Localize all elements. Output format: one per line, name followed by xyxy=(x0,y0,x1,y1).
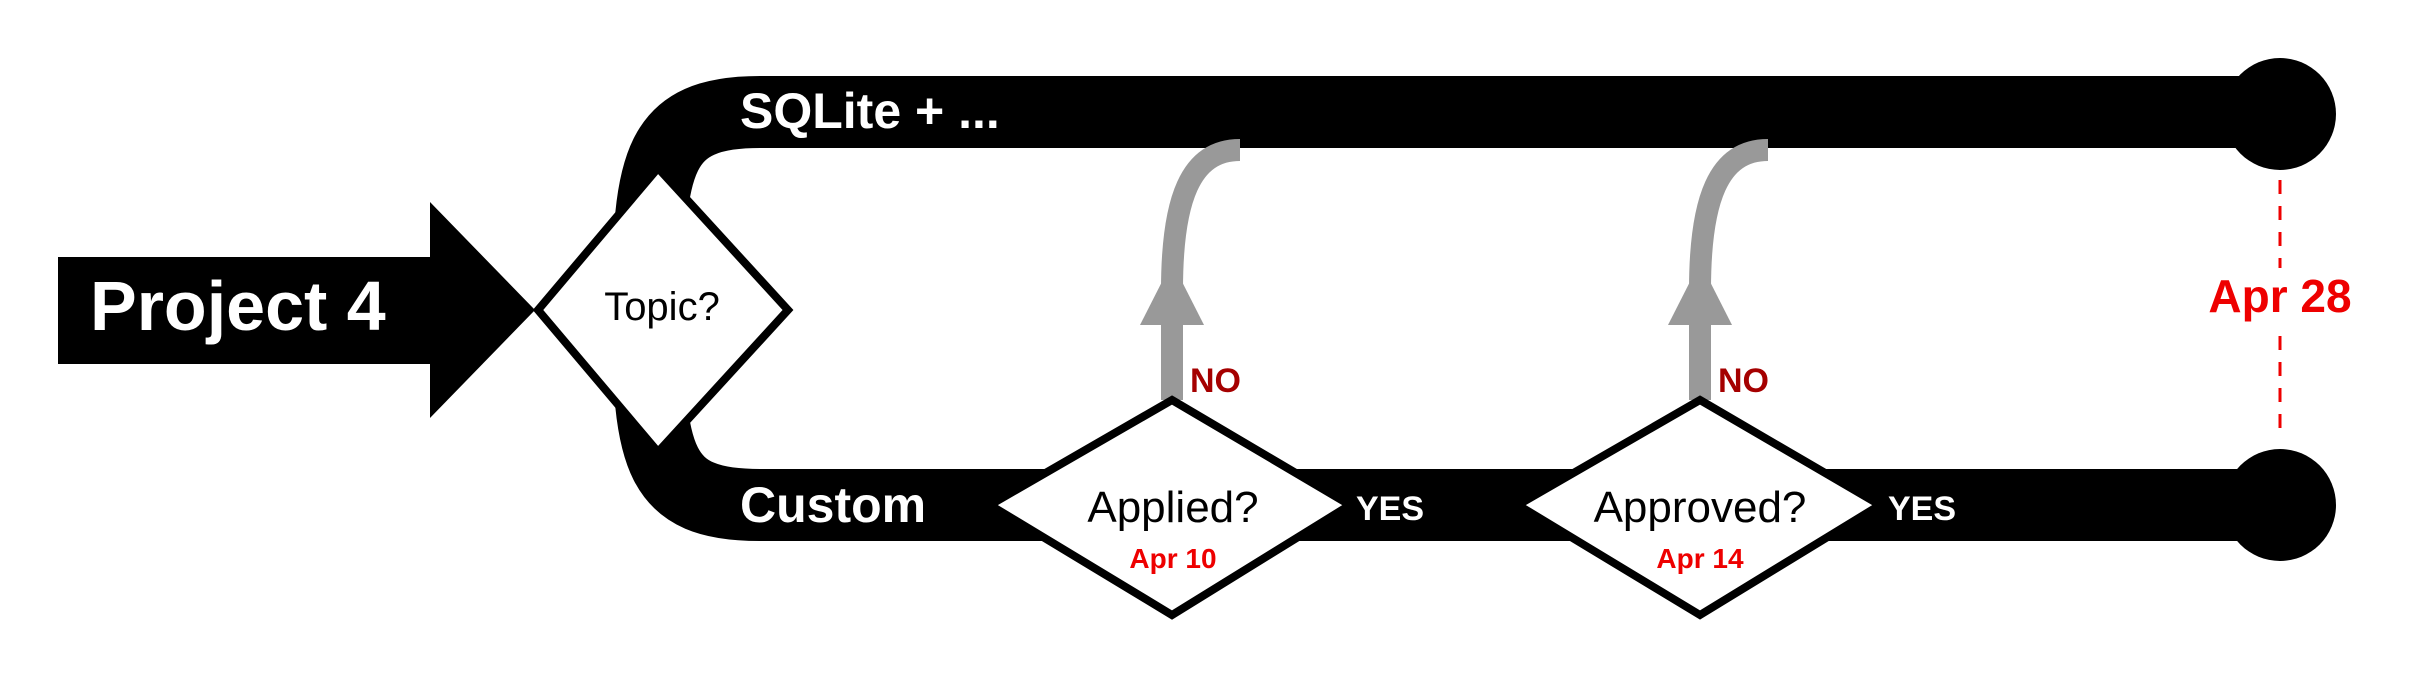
top-track-label: SQLite + ... xyxy=(740,83,1000,139)
bottom-end-node xyxy=(2224,449,2336,561)
top-end-node xyxy=(2224,58,2336,170)
start-arrow xyxy=(58,202,535,418)
approved-decision-label: Approved? xyxy=(1594,483,1807,532)
applied-decision xyxy=(982,395,1358,620)
applied-date-label: Apr 10 xyxy=(1129,543,1216,574)
approved-yes-label: YES xyxy=(1888,490,1956,528)
start-label: Project 4 xyxy=(90,267,386,345)
applied-decision-label: Applied? xyxy=(1087,483,1258,532)
applied-no-label: NO xyxy=(1190,362,1241,400)
bottom-track xyxy=(612,309,2280,541)
deadline-label-background xyxy=(2198,268,2362,330)
top-track xyxy=(612,76,2280,311)
applied-no-arrowhead xyxy=(1140,262,1204,325)
approved-no-arrowhead xyxy=(1668,262,1732,325)
applied-yes-label: YES xyxy=(1356,490,1424,528)
approved-date-label: Apr 14 xyxy=(1656,543,1744,574)
topic-decision xyxy=(532,161,794,459)
approved-decision xyxy=(1510,395,1888,620)
approved-no-label: NO xyxy=(1718,362,1769,400)
deadline-label: Apr 28 xyxy=(2208,270,2351,322)
topic-decision-label: Topic? xyxy=(604,285,720,329)
bottom-track-label: Custom xyxy=(740,477,926,533)
